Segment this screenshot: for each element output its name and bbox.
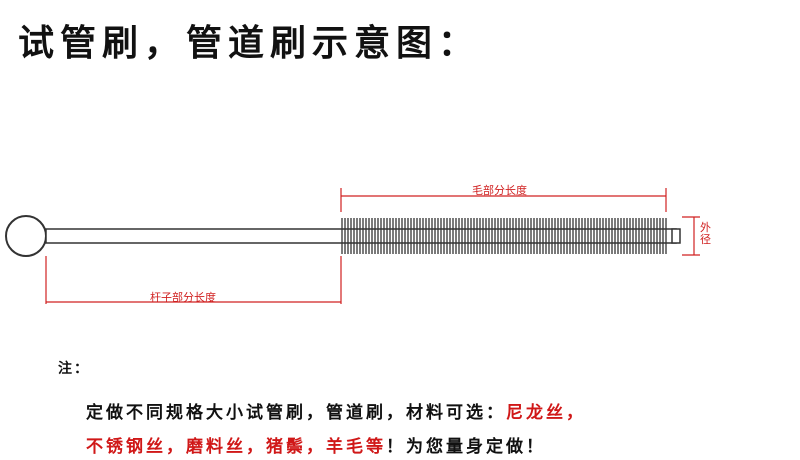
outer-diameter-label: 外径 (700, 221, 711, 246)
handle-ring (5, 215, 47, 257)
note-line-2: 不锈钢丝，磨料丝，猪鬃，羊毛等！为您量身定做！ (86, 432, 546, 457)
note-line-1-text: 定做不同规格大小试管刷，管道刷，材料可选： (86, 403, 506, 423)
outer-diameter-dimension (682, 216, 700, 256)
note-line-1-highlight: 尼龙丝， (506, 403, 586, 423)
diagram-title: 试管刷，管道刷示意图： (18, 23, 481, 64)
rod-length-label: 杆子部分长度 (150, 291, 216, 304)
note-line-1: 定做不同规格大小试管刷，管道刷，材料可选：尼龙丝， (86, 398, 586, 423)
bristle-length-label: 毛部分长度 (472, 184, 527, 197)
bristle-length-dimension (340, 188, 667, 212)
note-line-2-highlight: 不锈钢丝，磨料丝，猪鬃，羊毛等 (86, 437, 386, 457)
note-heading: 注： (58, 361, 90, 377)
brush-tip (671, 228, 681, 244)
bristle-section (341, 218, 667, 254)
rod-length-dimension (45, 256, 342, 304)
note-line-2-text: ！为您量身定做！ (386, 437, 546, 457)
